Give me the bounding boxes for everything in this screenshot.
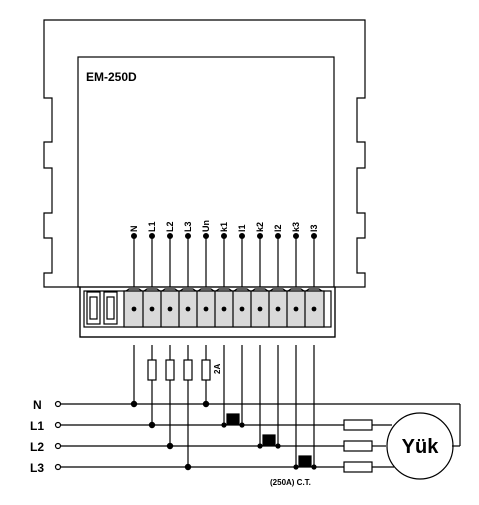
load-circle xyxy=(386,412,454,480)
load-fuse-l2 xyxy=(343,440,373,452)
load-label: Yük xyxy=(402,436,440,458)
load-fuse-l3 xyxy=(343,461,373,473)
model-label: EM-250D xyxy=(86,70,137,84)
terminal-label-i3: l3 xyxy=(309,224,319,232)
line-label-n: N xyxy=(33,398,42,412)
terminal-pins xyxy=(131,233,318,287)
terminal-label-i1: l1 xyxy=(237,224,247,232)
supply-lines xyxy=(54,400,460,471)
ct-l3 xyxy=(298,455,312,467)
terminal-label-k1: k1 xyxy=(219,222,229,232)
plug-left-1 xyxy=(86,291,101,325)
load-fuse-l1 xyxy=(343,419,373,431)
terminal-label-l2: L2 xyxy=(165,221,175,232)
screw-terminals xyxy=(123,288,325,328)
fuse-l3 xyxy=(183,359,193,381)
ct-l1 xyxy=(226,413,240,425)
voltage-wiring xyxy=(130,345,211,471)
line-labels: N L1 L2 L3 xyxy=(30,398,44,475)
ct-l2 xyxy=(262,434,276,446)
terminal-label-k2: k2 xyxy=(255,222,265,232)
terminal-label-un: Un xyxy=(201,220,211,232)
terminal-label-n: N xyxy=(129,226,139,233)
plug-left-2-inner xyxy=(106,296,115,320)
terminal-block xyxy=(79,286,336,338)
terminal-label-k3: k3 xyxy=(291,222,301,232)
fuse-l2 xyxy=(165,359,175,381)
load-wiring xyxy=(343,404,461,480)
terminal-labels: N L1 L2 L3 Un k1 l1 k2 l2 k3 l3 xyxy=(129,220,319,232)
fuse-l1 xyxy=(147,359,157,381)
ct-rating-label: (250A) C.T. xyxy=(270,478,311,487)
terminal-label-l1: L1 xyxy=(147,221,157,232)
fuse-rating-label: 2A xyxy=(213,364,222,374)
terminal-label-i2: l2 xyxy=(273,224,283,232)
line-label-l3: L3 xyxy=(30,461,44,475)
terminal-label-l3: L3 xyxy=(183,221,193,232)
plug-left-2 xyxy=(103,291,118,325)
ct-wiring xyxy=(221,345,317,470)
line-label-l1: L1 xyxy=(30,419,44,433)
fuse-un xyxy=(201,359,211,381)
plug-left-1-inner xyxy=(89,296,98,320)
line-label-l2: L2 xyxy=(30,440,44,454)
